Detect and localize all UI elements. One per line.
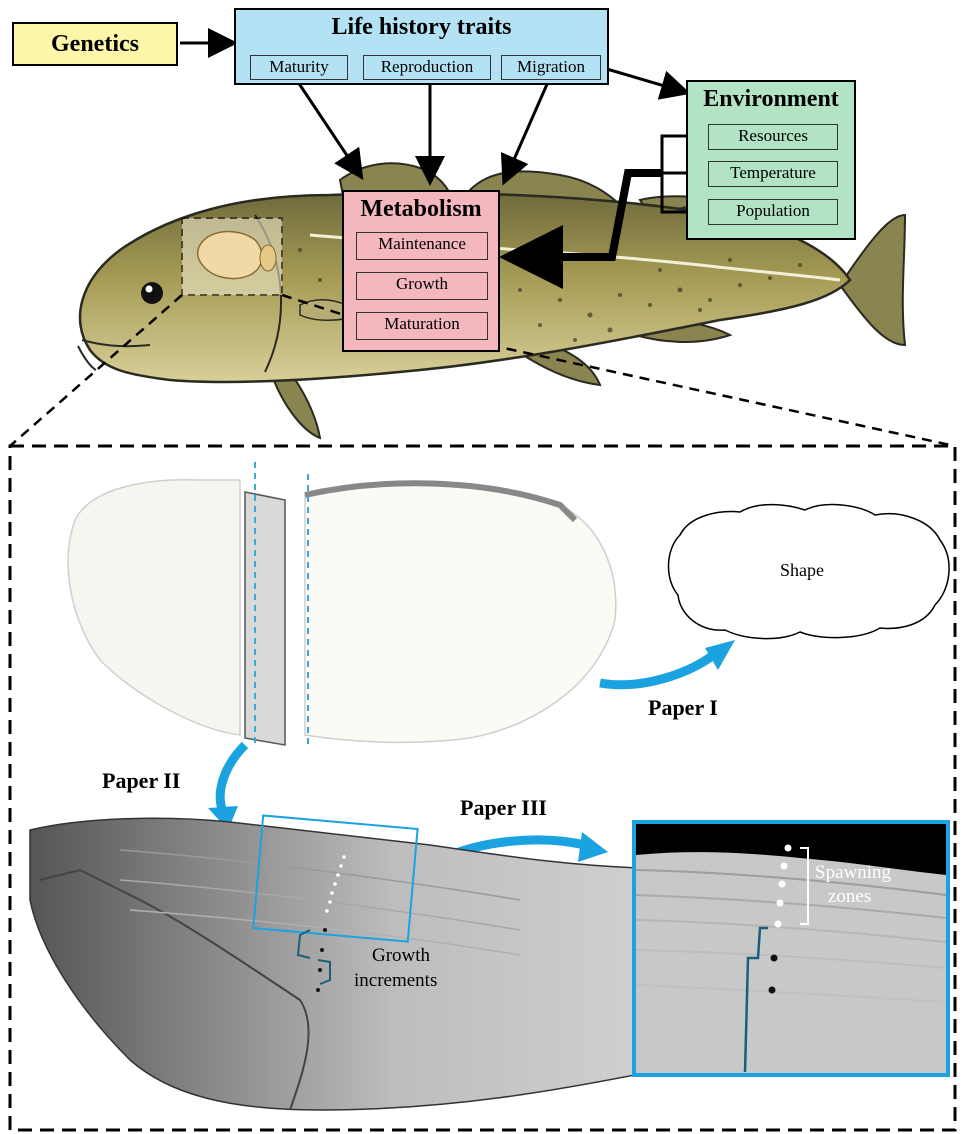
maturity-item: Maturity — [250, 55, 348, 80]
resources-item: Resources — [708, 124, 838, 150]
growth-label-line2: increments — [354, 970, 437, 992]
zoom-inset — [634, 822, 948, 1075]
life-history-title: Life history traits — [236, 14, 607, 41]
environment-title: Environment — [688, 86, 854, 113]
environment-box: Environment Resources Temperature Popula… — [686, 80, 856, 240]
shape-label: Shape — [780, 560, 824, 581]
temperature-item: Temperature — [708, 161, 838, 187]
reproduction-item: Reproduction — [363, 55, 491, 80]
metabolism-title: Metabolism — [344, 196, 498, 223]
population-item: Population — [708, 199, 838, 225]
otolith-whole-image — [68, 462, 616, 745]
metabolism-box: Metabolism Maintenance Growth Maturation — [342, 190, 500, 352]
life-history-box: Life history traits Maturity Reproductio… — [234, 8, 609, 85]
growth-item: Growth — [356, 272, 488, 300]
growth-label-line1: Growth — [372, 945, 430, 967]
genetics-label: Genetics — [14, 31, 176, 58]
migration-item: Migration — [501, 55, 601, 80]
maintenance-item: Maintenance — [356, 232, 488, 260]
maturation-item: Maturation — [356, 312, 488, 340]
paper-3-label: Paper III — [460, 795, 547, 821]
genetics-box: Genetics — [12, 22, 178, 66]
spawning-label-line1: Spawning — [815, 862, 891, 884]
paper-2-label: Paper II — [102, 768, 180, 794]
paper-1-label: Paper I — [648, 695, 718, 721]
spawning-label-line2: zones — [828, 886, 871, 908]
